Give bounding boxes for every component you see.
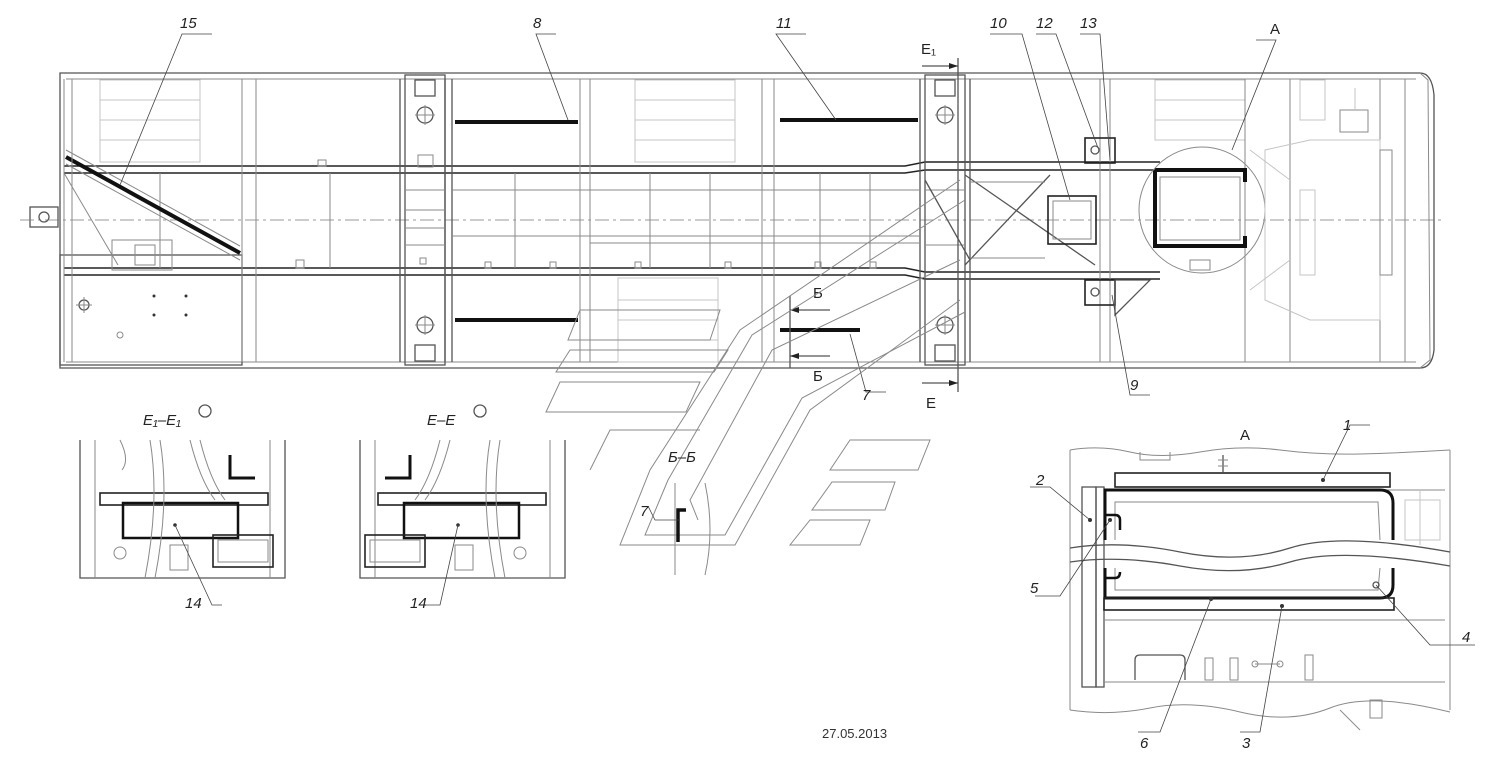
detail-a-item-1: 1 (1343, 417, 1351, 434)
drawing-date: 27.05.2013 (822, 726, 887, 741)
callout-15: 15 (180, 15, 197, 32)
callout-11: 11 (776, 15, 792, 32)
front-cabin-area (1249, 79, 1393, 321)
callout-9: 9 (1130, 377, 1139, 394)
detail-a-title: A (1240, 427, 1250, 444)
stiffener-plates (455, 118, 918, 332)
section-b-title: Б–Б (668, 449, 696, 466)
rear-axle-block (404, 74, 446, 366)
section-mark-e1-top: E₁ (921, 41, 936, 58)
section-mark-e-bottom: E (926, 395, 936, 412)
detail-a-item-4: 4 (1462, 629, 1470, 646)
callout-13: 13 (1080, 15, 1097, 32)
callout-a: A (1270, 21, 1280, 38)
callout-10: 10 (990, 15, 1007, 32)
section-e1-e1: E₁–E₁ 14 (79, 404, 286, 612)
callout-7-plan: 7 (862, 387, 871, 404)
section-e-item-14: 14 (410, 595, 427, 612)
section-mark-b-bottom: Б (813, 368, 823, 385)
square-tube-box (1047, 195, 1097, 245)
section-e1-title: E₁–E₁ (143, 412, 181, 429)
section-b-item-7: 7 (640, 503, 649, 520)
plan-callouts: 15 8 11 10 12 13 A 9 7 (119, 15, 1280, 404)
callout-12: 12 (1036, 15, 1053, 32)
rivet-pattern (152, 294, 188, 317)
section-b-b: Б–Б 7 (640, 449, 711, 576)
detail-a-item-2: 2 (1035, 472, 1045, 489)
inner-ladder (159, 173, 920, 268)
section-line-e1-e: E₁ E (921, 41, 959, 412)
diagonal-brace (63, 79, 241, 266)
detail-a-item-6: 6 (1140, 735, 1149, 752)
detail-a-item-3: 3 (1242, 735, 1251, 752)
reinforcement-a-in-plan (1138, 146, 1266, 274)
front-x-braces (924, 174, 1096, 266)
section-e-e: E–E 14 (359, 404, 566, 612)
chassis-plan-view (20, 72, 1445, 369)
section-e1-item-14: 14 (185, 595, 202, 612)
fasteners (295, 159, 1211, 271)
callout-8: 8 (533, 15, 542, 32)
section-projection-lines (545, 179, 966, 546)
detail-a-item-5: 5 (1030, 580, 1039, 597)
section-e-title: E–E (427, 412, 456, 429)
detail-a: A (1030, 417, 1475, 752)
section-line-b: Б Б (789, 285, 830, 385)
